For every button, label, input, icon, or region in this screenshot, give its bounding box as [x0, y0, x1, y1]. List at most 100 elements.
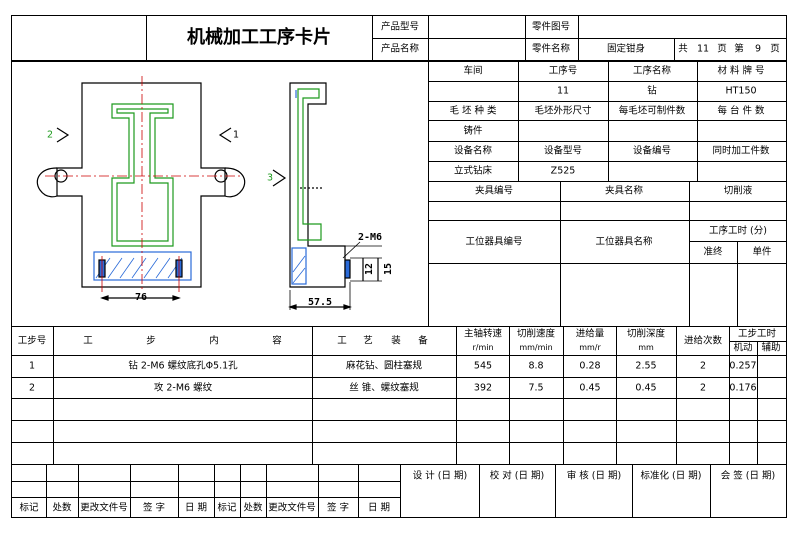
- op-name-label: 工序名称: [632, 65, 672, 77]
- fixture-name-label: 夹具名称: [604, 185, 644, 197]
- step-2-passes[interactable]: 2: [699, 382, 707, 394]
- revision-date-label: 日 期: [184, 502, 208, 514]
- op-no-label: 工序号: [548, 65, 578, 77]
- per-machine-label: 每 台 件 数: [717, 105, 765, 117]
- card-title: 机械加工工序卡片: [187, 27, 331, 48]
- speed-unit: mm/min: [519, 343, 553, 352]
- feed-unit: mm/r: [579, 343, 601, 352]
- standard-signoff[interactable]: 标准化 (日 期): [640, 470, 702, 482]
- equip-header-char: 备: [418, 335, 428, 347]
- material-value[interactable]: HT150: [725, 85, 757, 97]
- revision-mark-label: 标记: [217, 502, 237, 514]
- equip-header-char: 工: [337, 335, 347, 347]
- simul-label: 同时加工件数: [712, 145, 770, 157]
- total-label: 共: [678, 43, 688, 55]
- equip-header-char: 装: [391, 335, 401, 347]
- step-1-content[interactable]: 钻 2-M6 螺纹底孔Φ5.1孔: [128, 360, 238, 372]
- proof-signoff[interactable]: 校 对 (日 期): [489, 470, 545, 482]
- op-name-value[interactable]: 钻: [647, 85, 657, 97]
- revision-sign-label: 签 字: [142, 502, 166, 514]
- station-name-label: 工位器具名称: [595, 236, 653, 248]
- step-1-spindle[interactable]: 545: [473, 360, 493, 372]
- product-name-label: 产品名称: [380, 43, 420, 55]
- step-no-header: 工步号: [17, 335, 47, 347]
- equip-model-value[interactable]: Z525: [550, 165, 576, 177]
- step-2-feed[interactable]: 0.45: [579, 382, 601, 394]
- step-1-feed[interactable]: 0.28: [579, 360, 601, 372]
- part-drawing-label: 零件图号: [531, 21, 571, 33]
- op-no-value[interactable]: 11: [556, 85, 570, 97]
- side-view: [272, 82, 382, 310]
- station-no-label: 工位器具编号: [465, 236, 523, 248]
- content-header-char: 步: [146, 335, 156, 347]
- step-2-spindle[interactable]: 392: [473, 382, 493, 394]
- revision-doc-label: 更改文件号: [80, 502, 128, 514]
- countersign-signoff[interactable]: 会 签 (日 期): [720, 470, 776, 482]
- dimension-15: 15: [383, 262, 394, 276]
- content-header-char: 工: [83, 335, 93, 347]
- step-2-machine-time[interactable]: 0.176: [729, 382, 757, 394]
- revision-count-label: 处数: [52, 502, 72, 514]
- page-number: 9: [754, 43, 762, 55]
- revision-mark-label: 标记: [19, 502, 39, 514]
- sheet-label: 第: [734, 43, 744, 55]
- equip-model-label: 设备型号: [543, 145, 583, 157]
- view-mark-1: 1: [232, 129, 240, 141]
- step-2-equip[interactable]: 丝 锥、螺纹塞规: [349, 382, 419, 394]
- spindle-header: 主轴转速: [463, 328, 503, 340]
- product-model-label: 产品型号: [380, 21, 420, 33]
- page-unit-1: 页: [717, 43, 727, 55]
- revision-count-label: 处数: [243, 502, 263, 514]
- step-1-passes[interactable]: 2: [699, 360, 707, 372]
- equip-name-label: 设备名称: [453, 145, 493, 157]
- part-name-value[interactable]: 固定钳身: [606, 43, 646, 55]
- unit-time-label: 单件: [752, 246, 772, 258]
- prep-time-label: 准终: [703, 246, 723, 258]
- speed-header: 切削速度: [516, 328, 556, 340]
- dimension-12: 12: [364, 262, 375, 276]
- dimension-76: 76: [134, 292, 148, 303]
- machine-time-header: 机动: [733, 342, 753, 354]
- depth-unit: mm: [638, 343, 654, 352]
- step-1-machine-time[interactable]: 0.257: [729, 360, 757, 372]
- view-mark-3: 3: [266, 172, 274, 184]
- equip-name-value[interactable]: 立式钻床: [453, 165, 493, 177]
- step-1-no[interactable]: 1: [28, 360, 36, 372]
- step-2-depth[interactable]: 0.45: [635, 382, 657, 394]
- step-1-depth[interactable]: 2.55: [635, 360, 657, 372]
- part-name-label: 零件名称: [531, 43, 571, 55]
- op-time-label: 工序工时 (分): [709, 225, 767, 237]
- step-time-header: 工步工时: [737, 328, 777, 340]
- material-label: 材 料 牌 号: [717, 65, 765, 77]
- thread-label: 2-M6: [357, 232, 383, 243]
- step-2-no[interactable]: 2: [28, 382, 36, 394]
- dimension-57-5: 57.5: [307, 297, 333, 308]
- front-view: [36, 76, 246, 301]
- per-blank-label: 每毛坯可制件数: [618, 105, 686, 117]
- step-2-speed[interactable]: 7.5: [528, 382, 544, 394]
- content-header-char: 内: [209, 335, 219, 347]
- step-2-content[interactable]: 攻 2-M6 螺纹: [153, 382, 213, 394]
- equip-header-char: 艺: [363, 335, 373, 347]
- total-pages: 11: [696, 43, 710, 55]
- revision-doc-label: 更改文件号: [268, 502, 316, 514]
- content-header-char: 容: [272, 335, 282, 347]
- page-unit-2: 页: [770, 43, 780, 55]
- casting-value[interactable]: 铸件: [463, 125, 483, 137]
- passes-header: 进给次数: [683, 335, 723, 347]
- design-signoff[interactable]: 设 计 (日 期): [412, 470, 468, 482]
- step-1-speed[interactable]: 8.8: [528, 360, 544, 372]
- depth-header: 切削深度: [626, 328, 666, 340]
- equip-no-label: 设备编号: [632, 145, 672, 157]
- spindle-unit: r/min: [472, 343, 494, 352]
- workshop-label: 车间: [463, 65, 483, 77]
- coolant-label: 切削液: [723, 185, 753, 197]
- feed-header: 进给量: [575, 328, 605, 340]
- step-1-equip[interactable]: 麻花钻、圆柱塞规: [345, 360, 423, 372]
- blank-size-label: 毛坯外形尺寸: [534, 105, 592, 117]
- view-mark-2: 2: [46, 129, 54, 141]
- blank-type-label: 毛 坯 种 类: [449, 105, 497, 117]
- review-signoff[interactable]: 审 核 (日 期): [566, 470, 622, 482]
- fixture-no-label: 夹具编号: [474, 185, 514, 197]
